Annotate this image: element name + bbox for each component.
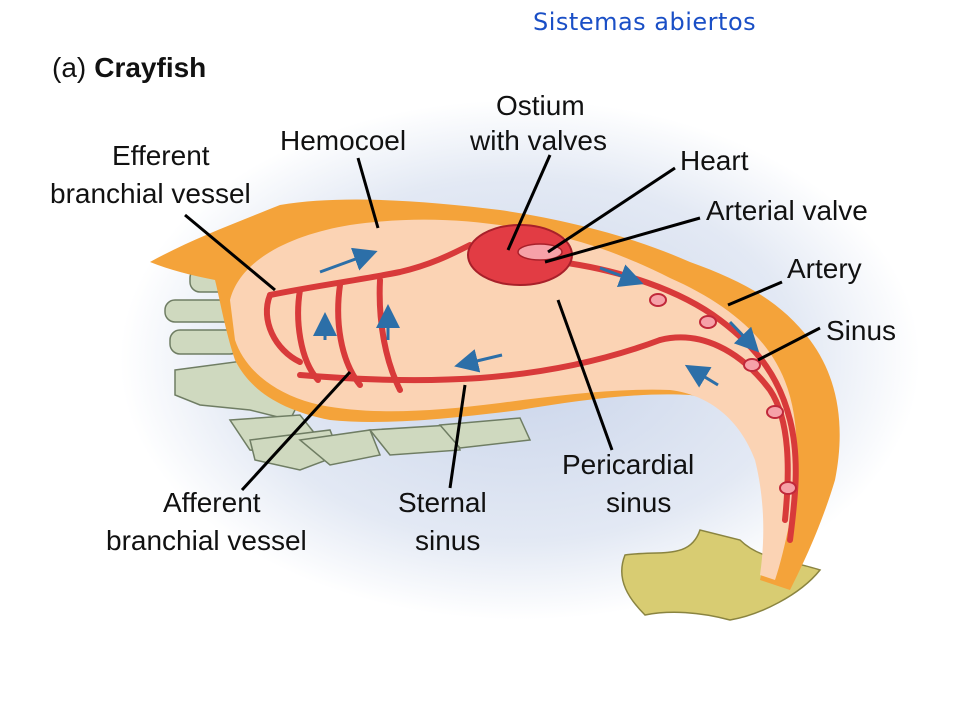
label-pericardial-line2: sinus <box>606 487 671 518</box>
slide-title: Sistemas abiertos <box>533 8 757 36</box>
label-sinus: Sinus <box>826 315 896 346</box>
tail-fan <box>621 529 822 621</box>
label-hemocoel: Hemocoel <box>280 125 406 156</box>
label-arterial-valve: Arterial valve <box>706 195 868 226</box>
flow-arrows <box>313 247 760 388</box>
label-ostium-line2: with valves <box>469 125 607 156</box>
ostium-shape <box>517 243 563 261</box>
label-efferent-line2: branchial vessel <box>50 178 251 209</box>
label-efferent-line1: Efferent <box>112 140 210 171</box>
label-afferent-line1: Afferent <box>163 487 261 518</box>
label-heart: Heart <box>680 145 749 176</box>
body-inner-hemocoel <box>230 219 797 580</box>
panel-title: (a)Crayfish <box>52 52 206 84</box>
sinus-nodes <box>649 293 797 495</box>
panel-organism: Crayfish <box>94 52 207 83</box>
label-afferent-line2: branchial vessel <box>106 525 307 556</box>
label-ostium-line1: Ostium <box>496 90 585 121</box>
label-artery: Artery <box>787 253 862 284</box>
label-pericardial-line1: Pericardial <box>562 449 694 480</box>
label-sternal-line2: sinus <box>415 525 480 556</box>
label-sternal-line1: Sternal <box>398 487 487 518</box>
label-leader-lines <box>184 154 821 492</box>
panel-letter: (a) <box>52 52 87 83</box>
